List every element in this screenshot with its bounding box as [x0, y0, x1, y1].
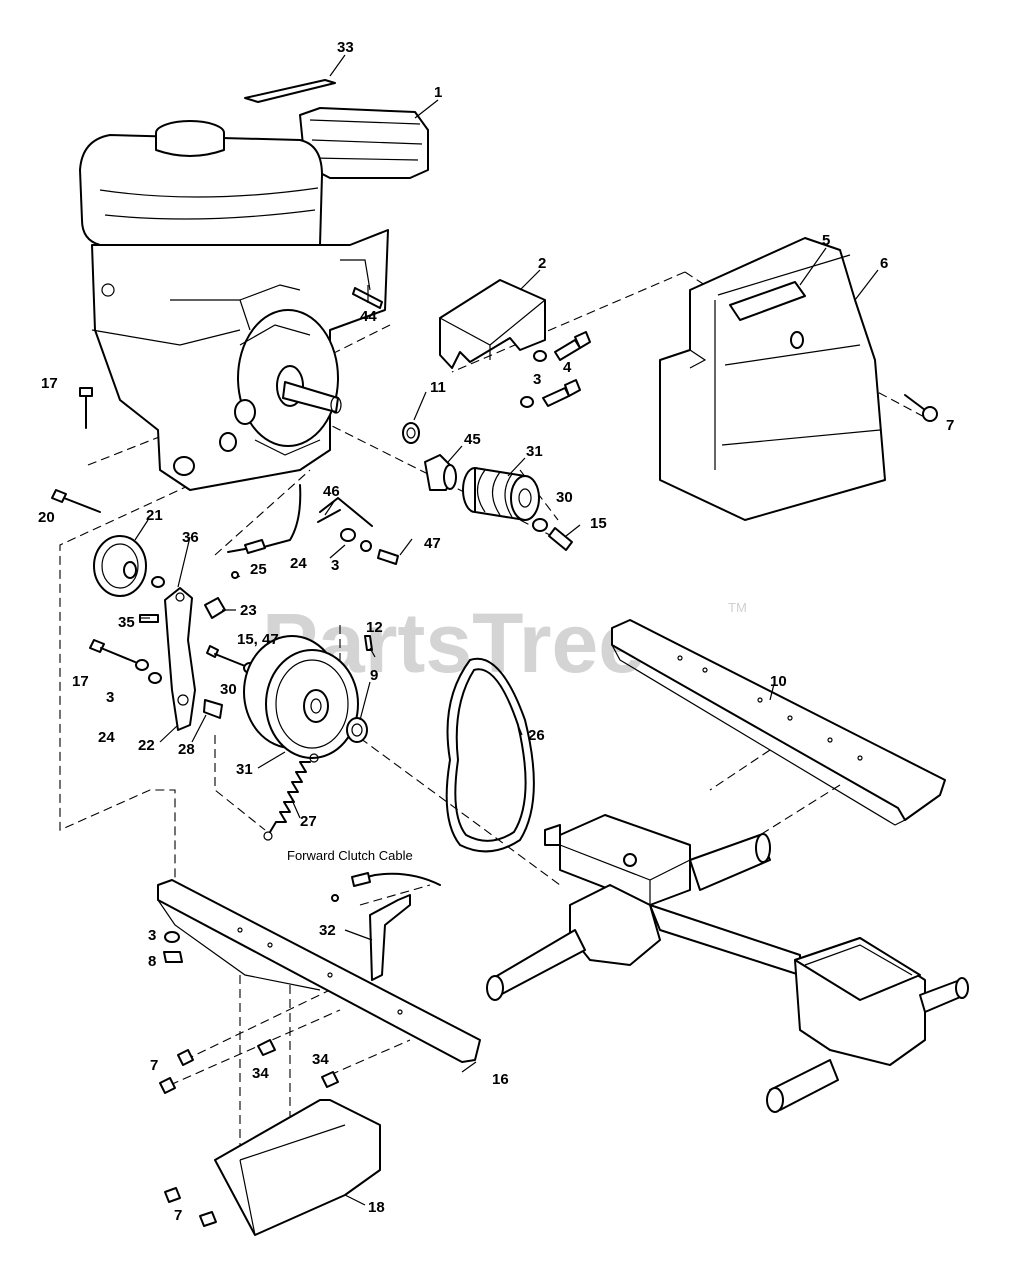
callout-labels: 33 1 2 5 6 7 3 4 44 11 45 31 30 15 46 24… — [38, 39, 954, 1224]
callout-24-top: 24 — [290, 555, 307, 572]
transmission — [486, 814, 969, 1113]
callout-7-shield: 7 — [174, 1207, 182, 1224]
callout-22: 22 — [138, 737, 155, 754]
callout-32: 32 — [319, 922, 336, 939]
left-bolts-upper — [51, 387, 101, 513]
forward-clutch-cable-label: Forward Clutch Cable — [287, 848, 413, 863]
callout-28: 28 — [178, 741, 195, 758]
callout-46: 46 — [323, 483, 340, 500]
leader-lines — [134, 54, 879, 1206]
callout-34-left: 34 — [252, 1065, 269, 1082]
engine-pulley-group — [352, 287, 573, 551]
callout-12: 12 — [366, 619, 383, 636]
cover-screw — [904, 394, 938, 422]
callout-17-bottom: 17 — [72, 673, 89, 690]
callout-15-47: 15, 47 — [237, 631, 279, 648]
tension-spring — [263, 753, 319, 841]
callout-18: 18 — [368, 1199, 385, 1216]
frame-rail-front — [157, 879, 481, 1063]
callout-8: 8 — [148, 953, 156, 970]
frame-rail-right — [611, 619, 946, 826]
callout-24-bottom: 24 — [98, 729, 115, 746]
callout-2: 2 — [538, 255, 546, 272]
callout-35: 35 — [118, 614, 135, 631]
callout-31-top: 31 — [526, 443, 543, 460]
belt-cover — [659, 237, 886, 521]
callout-25: 25 — [250, 561, 267, 578]
callout-3-rail: 3 — [148, 927, 156, 944]
callout-21: 21 — [146, 507, 163, 524]
callout-3-arm: 3 — [106, 689, 114, 706]
drive-belt — [445, 657, 535, 853]
callout-27: 27 — [300, 813, 317, 830]
callout-20: 20 — [38, 509, 55, 526]
idler-arm — [139, 587, 226, 731]
cable-bracket — [331, 872, 441, 981]
washer-and-nut — [163, 931, 183, 963]
callout-16: 16 — [492, 1071, 509, 1088]
decal — [244, 79, 336, 103]
callout-47: 47 — [424, 535, 441, 552]
watermark-trademark: TM — [728, 600, 747, 615]
callout-17-top: 17 — [41, 375, 58, 392]
large-pulley — [243, 635, 359, 759]
callout-5: 5 — [822, 232, 830, 249]
callout-7-rail: 7 — [150, 1057, 158, 1074]
callout-6: 6 — [880, 255, 888, 272]
left-bolts-lower — [89, 639, 162, 684]
callout-3-bracket: 3 — [533, 371, 541, 388]
callout-36: 36 — [182, 529, 199, 546]
callout-3-rod: 3 — [331, 557, 339, 574]
engine — [79, 107, 429, 491]
callout-30-top: 30 — [556, 489, 573, 506]
callout-30-bottom: 30 — [220, 681, 237, 698]
idler-pulley — [93, 535, 165, 597]
callout-23: 23 — [240, 602, 257, 619]
callout-33: 33 — [337, 39, 354, 56]
callout-31-bottom: 31 — [236, 761, 253, 778]
callout-15: 15 — [590, 515, 607, 532]
callout-34-right: 34 — [312, 1051, 329, 1068]
callout-4: 4 — [563, 359, 572, 376]
belt-guard-bracket — [439, 279, 546, 369]
callout-11: 11 — [430, 379, 446, 396]
callout-10: 10 — [770, 673, 787, 690]
callout-1: 1 — [434, 84, 442, 101]
rail-bolts — [159, 1039, 339, 1094]
callout-9: 9 — [370, 667, 378, 684]
callout-7-cover: 7 — [946, 417, 954, 434]
callout-44: 44 — [360, 308, 377, 325]
shield — [164, 1099, 381, 1236]
callout-45: 45 — [464, 431, 481, 448]
key-and-washer — [346, 635, 373, 743]
clutch-linkage — [227, 484, 399, 579]
callout-26: 26 — [528, 727, 545, 744]
spacer-28 — [203, 699, 223, 719]
bracket-fasteners — [520, 331, 591, 408]
